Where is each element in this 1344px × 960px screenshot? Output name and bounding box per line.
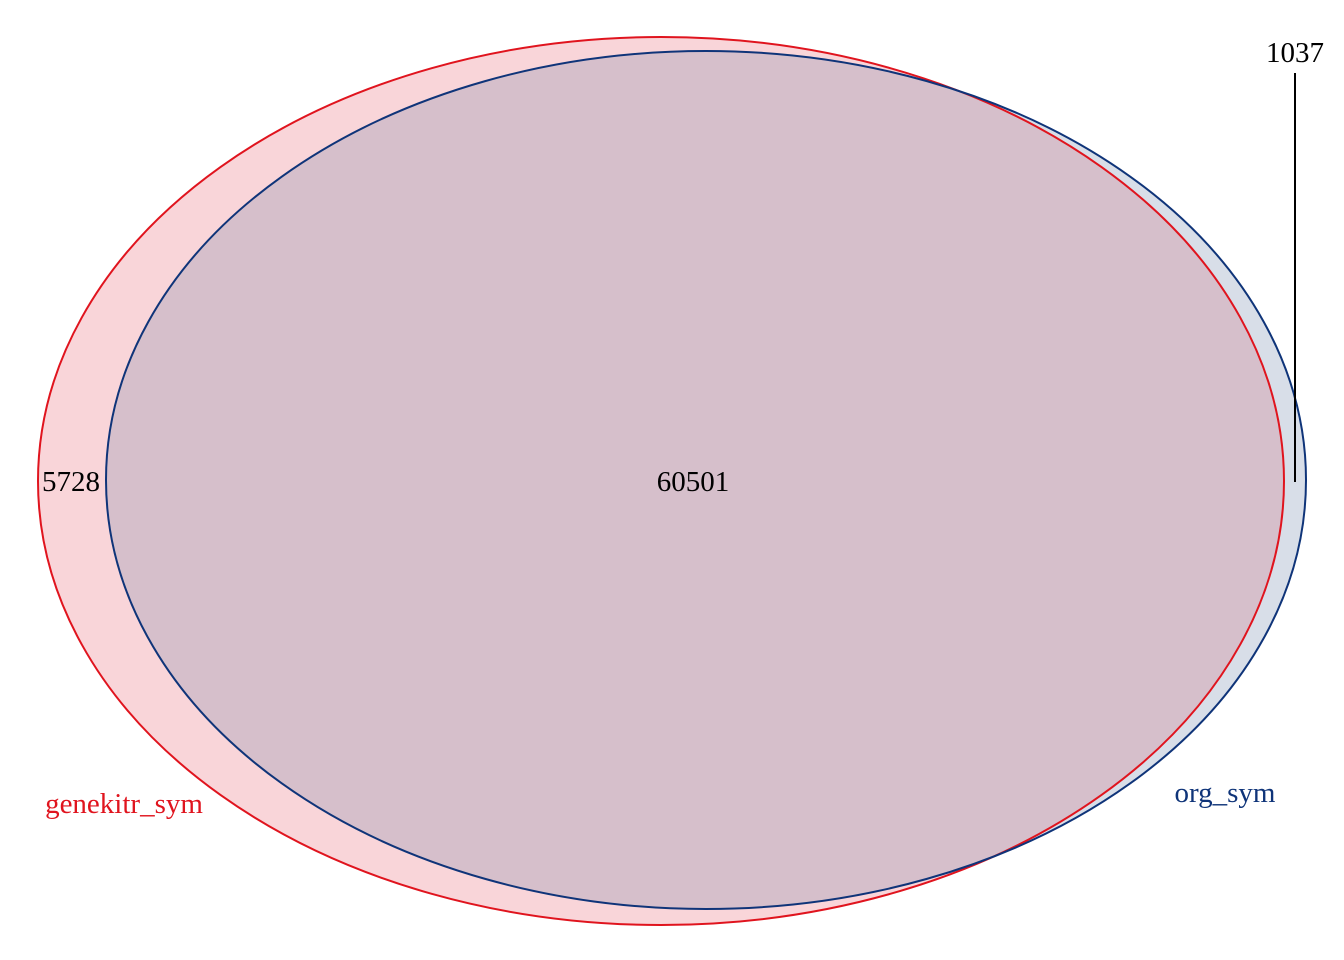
intersection-count: 60501 <box>657 466 730 498</box>
org-sym-label: org_sym <box>1175 777 1276 809</box>
intersection-region <box>106 51 1284 909</box>
org-only-count: 1037 <box>1266 37 1324 69</box>
org-sym-set-outline <box>105 50 1307 910</box>
genekitr-only-count: 5728 <box>42 466 100 498</box>
genekitr-sym-set-outline <box>37 36 1285 926</box>
genekitr-sym-label: genekitr_sym <box>45 788 203 820</box>
